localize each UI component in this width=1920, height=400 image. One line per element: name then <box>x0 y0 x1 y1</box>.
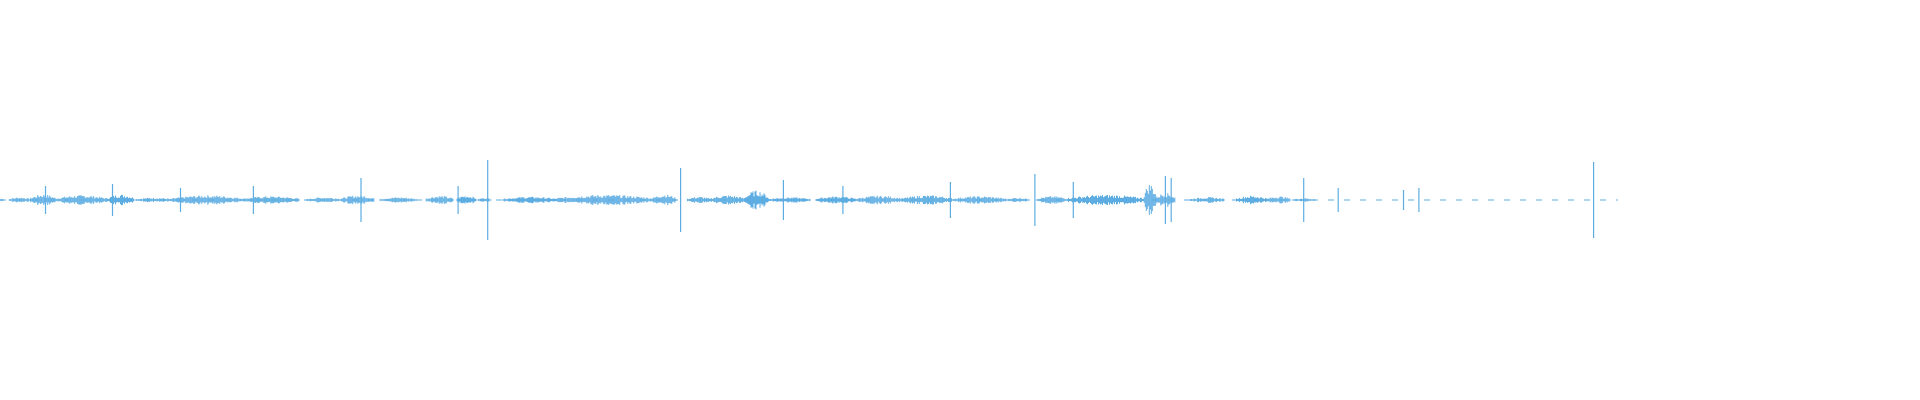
waveform-segment <box>172 195 243 205</box>
waveform-segment <box>1143 185 1156 215</box>
waveform-segment <box>652 194 677 206</box>
waveform-segment <box>55 195 108 205</box>
waveform-segment <box>686 197 711 203</box>
waveform-segment <box>1036 196 1068 204</box>
waveform-segment <box>30 195 56 205</box>
waveform-segment <box>901 195 952 205</box>
waveform-segment <box>1291 198 1316 202</box>
waveform-segment <box>107 194 134 206</box>
waveform-segment <box>1005 197 1030 203</box>
waveform-segment <box>1189 197 1225 203</box>
waveform-segment <box>1266 196 1291 204</box>
waveform-segment <box>341 195 375 205</box>
waveform-segment <box>379 197 417 203</box>
waveform-segment <box>425 196 453 204</box>
waveform-segment <box>709 195 745 205</box>
waveform-segment <box>951 196 1006 204</box>
waveform-segment <box>8 197 31 203</box>
waveform-segment <box>855 195 903 205</box>
waveform-segment <box>456 196 477 204</box>
waveform-segment <box>0 198 4 202</box>
waveform-segment <box>306 197 342 203</box>
waveform-segment <box>744 190 769 210</box>
waveform-segment <box>1067 194 1144 206</box>
waveform-segment <box>502 196 557 204</box>
waveform-segment <box>1236 195 1267 205</box>
waveform-spikes <box>44 160 1595 240</box>
